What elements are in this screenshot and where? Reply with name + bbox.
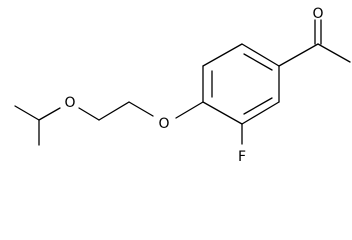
ring-double-bond-bottom [243, 97, 273, 115]
bond-ch-to-oxygen [38, 107, 61, 121]
ring-bond-5 [241, 101, 280, 125]
atom-label-ether-oxygen-ring: O [158, 116, 169, 132]
bond-methyl-upper [14, 105, 40, 121]
acetyl-group [278, 19, 351, 67]
ethoxy-linker [78, 101, 204, 121]
benzene-ring [202, 43, 280, 125]
molecule-diagram: O O O F [14, 6, 351, 165]
bond-ch2a-to-ch2b [98, 101, 130, 121]
bond-carbonyl-to-methyl [317, 43, 351, 63]
bond-oxygen-to-ch2a [78, 107, 100, 121]
ring-bond-2 [202, 43, 243, 67]
isopropyl-group [14, 105, 61, 146]
ring-bond-3 [241, 43, 280, 67]
atom-label-carbonyl-oxygen: O [312, 6, 323, 22]
bond-ch2b-to-oxygen [128, 101, 154, 117]
ring-bond-6 [202, 101, 243, 125]
ring-double-bond-top [243, 53, 273, 71]
bond-ring-to-carbonyl [278, 43, 319, 67]
atom-label-ether-oxygen-left: O [64, 95, 75, 111]
atom-label-fluorine: F [238, 149, 246, 165]
bond-oxygen-to-ring [175, 101, 204, 119]
